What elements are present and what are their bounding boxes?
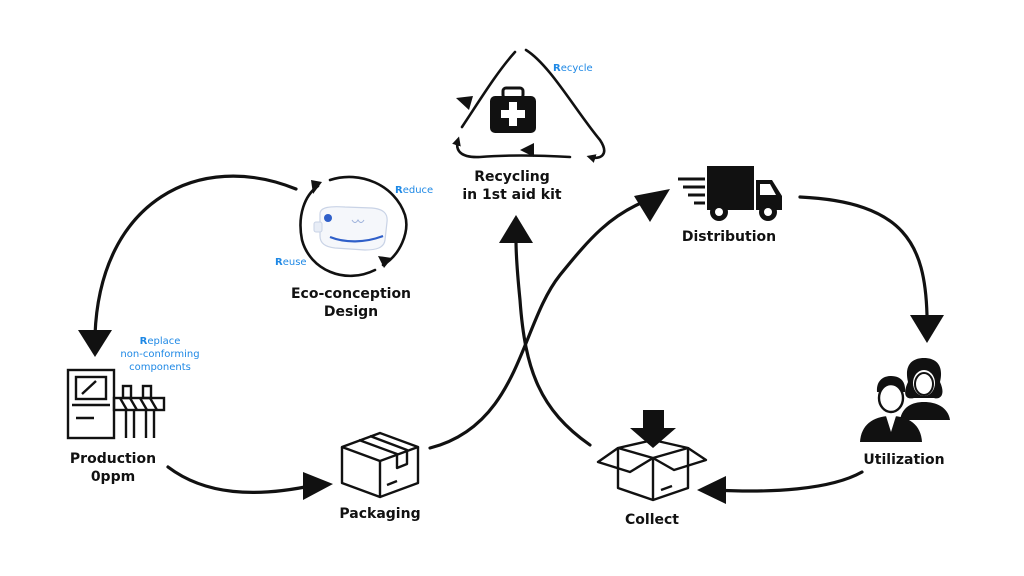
design-loop-top — [328, 175, 408, 267]
first-aid-kit-icon — [490, 86, 536, 133]
arrow-production-to-packaging — [166, 465, 317, 494]
replace-r-initial: R — [139, 336, 148, 347]
replace-r-rest: eplace — [147, 336, 181, 347]
arrowhead-utilization — [910, 315, 944, 343]
replace-r-line2: non-conforming — [120, 349, 200, 360]
utilization-label-text: Utilization — [863, 452, 945, 468]
packaging-label-text: Packaging — [339, 506, 421, 522]
arrow-utilization-to-collect — [713, 470, 864, 493]
eco-design-label: Eco-conception Design — [291, 285, 411, 321]
replace-r-line3: components — [129, 362, 191, 373]
recycle-loop-left — [460, 50, 517, 129]
arrowhead-collect — [697, 476, 726, 504]
design-arrowhead-top — [311, 180, 322, 194]
box-icon — [340, 431, 420, 499]
collect-label: Collect — [625, 511, 679, 529]
reuse-r-rest: euse — [282, 257, 307, 268]
recycle-arrowhead-bottom — [520, 143, 534, 157]
recycle-r-initial: R — [553, 63, 561, 74]
recycling-label: Recycling in 1st aid kit — [462, 168, 561, 204]
arrowhead-distribution — [634, 189, 670, 222]
design-arrowhead-bottom — [378, 256, 392, 268]
recycle-loop-right — [524, 48, 606, 163]
utilization-label: Utilization — [863, 451, 944, 469]
arrowhead-recycling — [499, 215, 533, 243]
eco-design-label-line2: Design — [323, 304, 379, 320]
recycle-r-label: Recycle — [553, 62, 593, 75]
arrow-design-to-production — [93, 174, 298, 337]
delivery-truck-icon — [678, 166, 782, 221]
production-label: Production 0ppm — [70, 450, 156, 486]
distribution-label: Distribution — [682, 228, 776, 246]
packaging-label: Packaging — [339, 505, 420, 523]
arrowhead-packaging — [303, 472, 333, 500]
production-label-line1: Production — [69, 451, 157, 467]
collect-label-text: Collect — [625, 512, 679, 528]
eco-design-label-line1: Eco-conception — [290, 286, 412, 302]
reduce-r-rest: educe — [402, 185, 434, 196]
arrowhead-production — [78, 330, 112, 357]
collect-down-arrow — [630, 410, 676, 448]
users-icon — [860, 358, 950, 442]
recycle-r-rest: ecycle — [560, 63, 593, 74]
recycle-loop-bottom — [452, 136, 572, 159]
arrow-distribution-to-utilization — [798, 195, 929, 317]
production-label-line2: 0ppm — [90, 469, 136, 485]
distribution-label-text: Distribution — [681, 229, 777, 245]
recycle-arrowhead-left — [456, 96, 473, 110]
reuse-r-label: Reuse — [275, 256, 307, 269]
device-icon — [313, 206, 388, 251]
design-loop-bottom — [299, 184, 377, 278]
reuse-r-initial: R — [275, 257, 283, 268]
reduce-r-label: Reduce — [395, 184, 433, 197]
replace-r-label: Replace non-conforming components — [120, 335, 199, 374]
production-machine-icon — [66, 368, 166, 440]
arrow-packaging-to-distribution — [428, 198, 650, 450]
reduce-r-initial: R — [395, 185, 403, 196]
arrow-collect-to-recycling — [514, 238, 592, 447]
collect-box-icon — [596, 438, 708, 502]
recycling-label-line2: in 1st aid kit — [462, 187, 562, 203]
recycling-label-line1: Recycling — [474, 169, 550, 185]
